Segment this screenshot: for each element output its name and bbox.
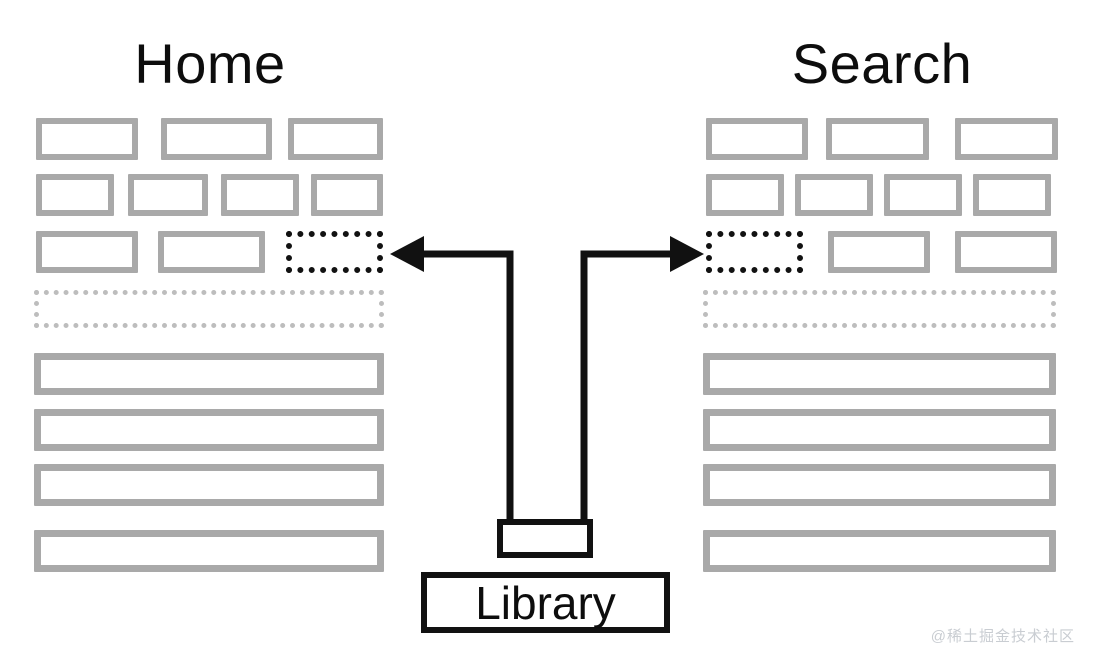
search-content-block-r1c1 [706,118,808,160]
home-list-row-1 [34,353,384,395]
home-list-row-2 [34,409,384,451]
home-content-block-r2c4 [311,174,383,216]
home-content-block-r1c2 [161,118,272,160]
library-node-label: Library [475,576,616,629]
panel-title-home: Home [134,32,286,95]
home-list-row-3 [34,464,384,506]
search-faint-placeholder-bar [703,290,1056,328]
home-content-block-r1c3 [288,118,383,160]
home-faint-placeholder-bar [34,290,384,328]
arrowhead-left-icon [390,236,424,272]
home-content-block-r3c1 [36,231,138,273]
panel-title-search: Search [791,32,973,95]
home-shared-library-block[interactable] [286,231,383,273]
library-hub-box[interactable] [497,519,593,558]
arrowhead-right-icon [670,236,704,272]
search-list-row-1 [703,353,1056,395]
home-content-block-r2c1 [36,174,114,216]
search-list-row-3 [703,464,1056,506]
search-content-block-r3c2 [828,231,930,273]
home-content-block-r1c1 [36,118,138,160]
search-content-block-r1c2 [826,118,929,160]
home-list-row-4 [34,530,384,572]
search-shared-library-block[interactable] [706,231,803,273]
search-content-block-r3c3 [955,231,1057,273]
library-node[interactable]: Library [421,572,670,633]
home-content-block-r3c2 [158,231,265,273]
search-content-block-r1c3 [955,118,1058,160]
connector-library-to-search [580,236,704,519]
search-content-block-r2c3 [884,174,962,216]
connector-library-to-home [390,236,514,519]
watermark: @稀土掘金技术社区 [930,628,1075,645]
home-content-block-r2c3 [221,174,299,216]
search-content-block-r2c2 [795,174,873,216]
search-list-row-2 [703,409,1056,451]
search-content-block-r2c4 [973,174,1051,216]
search-content-block-r2c1 [706,174,784,216]
search-list-row-4 [703,530,1056,572]
home-content-block-r2c2 [128,174,208,216]
